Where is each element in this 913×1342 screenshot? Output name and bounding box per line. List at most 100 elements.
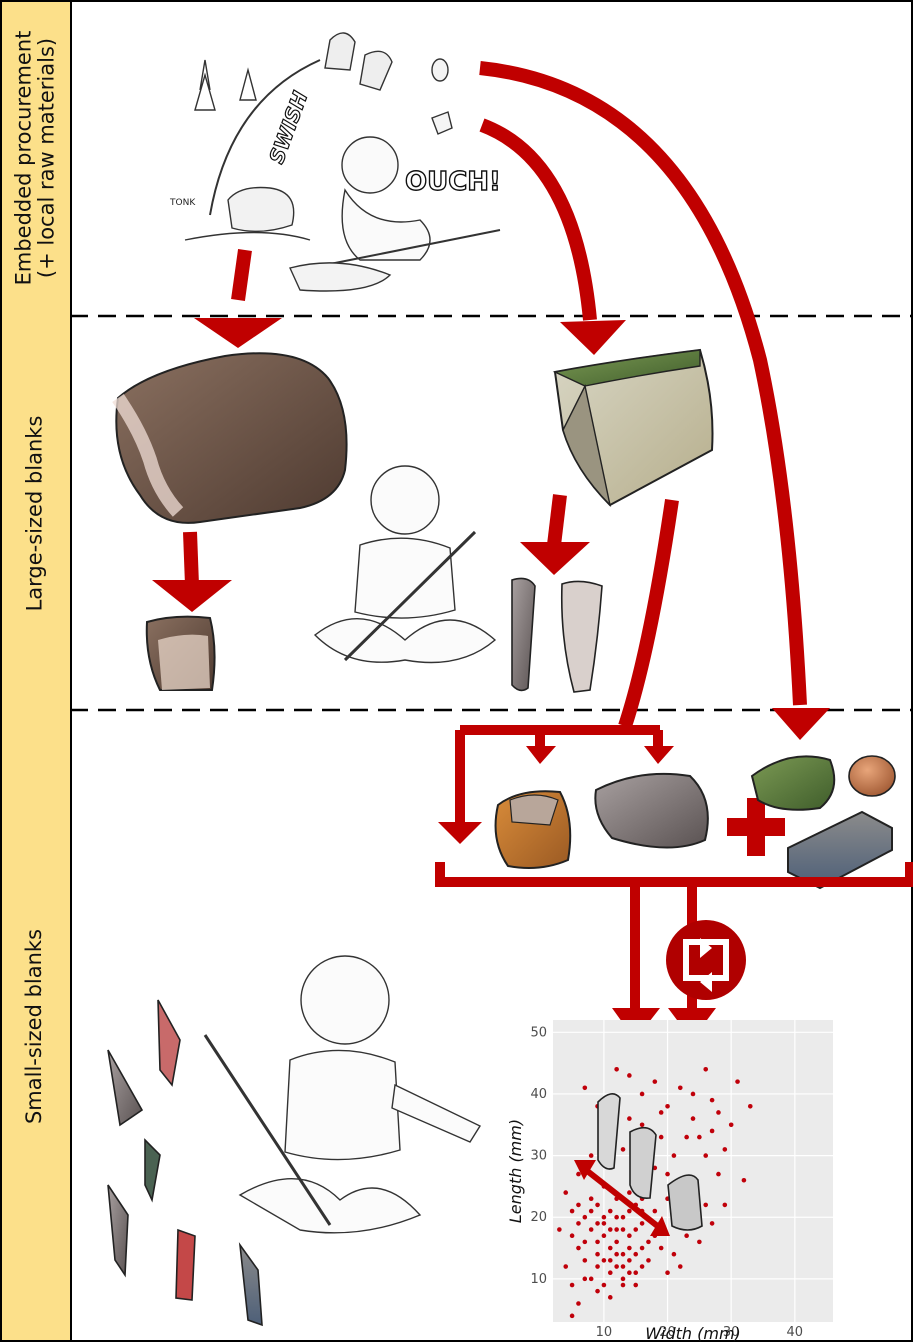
scatter-point (690, 1116, 696, 1121)
blade-blank-1 (511, 577, 536, 692)
scatter-point (703, 1202, 709, 1208)
projectile-points (107, 999, 263, 1327)
scatter-point (620, 1264, 626, 1269)
scatter-point (620, 1251, 626, 1257)
plot-panel (553, 1020, 833, 1322)
scatter-point (639, 1264, 645, 1269)
scatter-point (627, 1116, 632, 1121)
scatter-point (627, 1208, 632, 1214)
scatter-point (601, 1233, 607, 1239)
scatter-point (614, 1264, 619, 1269)
recycle-icon (666, 920, 746, 1000)
sitting-boy-head (370, 465, 440, 535)
scatter-point (569, 1233, 575, 1239)
scatter-point (607, 1245, 613, 1251)
x-tick-label: 20 (659, 1325, 676, 1340)
flying-stone-1 (431, 58, 449, 82)
scatter-point (620, 1147, 626, 1152)
beige-core-side (562, 383, 612, 508)
falling-character-body (341, 188, 431, 261)
scatter-point (601, 1258, 607, 1263)
arrow-brown-core-to-blank (183, 531, 199, 586)
scatter-point (582, 1085, 588, 1091)
orange-nodule-cortex (509, 794, 559, 826)
sitting-boy-cartoon (313, 465, 497, 664)
ouch-text: OUCH! (405, 167, 501, 197)
point-gray-1 (107, 1049, 144, 1127)
scatter-point (569, 1313, 575, 1319)
scatter-point (665, 1270, 670, 1275)
swish-arc (209, 59, 321, 216)
y-tick-label: 10 (530, 1272, 547, 1287)
scatter-point (595, 1239, 600, 1245)
scatter-point (607, 1227, 613, 1232)
x-tick-label: 30 (723, 1325, 740, 1340)
y-tick-label: 40 (530, 1087, 547, 1102)
tonk-text: TONK (169, 198, 196, 208)
scatter-point (627, 1258, 632, 1263)
scatter-point (646, 1239, 651, 1245)
scatter-point (588, 1153, 594, 1158)
scatter-point (582, 1258, 588, 1263)
scatter-point (747, 1103, 753, 1109)
scatter-point (703, 1067, 709, 1072)
scatter-point (633, 1282, 639, 1288)
scatter-point (582, 1214, 588, 1220)
scatter-point (582, 1239, 588, 1245)
y-tick-label: 20 (530, 1210, 547, 1225)
scatter-point (658, 1110, 664, 1115)
scatter-point (620, 1227, 626, 1232)
scatter-point (614, 1251, 619, 1257)
ground-rock-drawing (227, 186, 295, 233)
point-red-1 (157, 999, 181, 1087)
plus-sign (727, 798, 785, 856)
scatter-point (658, 1134, 664, 1140)
scatter-point (690, 1091, 696, 1097)
arrowhead-5 (520, 542, 590, 575)
scatter-point (588, 1276, 594, 1282)
flow-arrows (183, 61, 913, 1010)
scatter-point (588, 1196, 594, 1202)
scatter-point (595, 1288, 600, 1294)
pointing-boy-cartoon (203, 955, 482, 1234)
size-trend-arrowhead-start (574, 1160, 596, 1180)
scatter-point (601, 1221, 607, 1226)
scatter-point (569, 1282, 575, 1288)
scatter-point (620, 1282, 626, 1288)
scatter-point (728, 1122, 734, 1128)
scatter-point (677, 1264, 683, 1269)
scatter-point (576, 1171, 581, 1177)
arrow-procure-to-small (479, 61, 807, 706)
scatter-point (709, 1221, 715, 1226)
scatter-point (588, 1208, 594, 1214)
scatter-point (716, 1110, 721, 1115)
sitting-boy-stick (343, 530, 477, 662)
scatter-point (633, 1270, 639, 1275)
blade-blank-2 (560, 580, 603, 693)
point-green (144, 1138, 161, 1203)
scatter-point (671, 1251, 677, 1257)
scatter-point (709, 1128, 715, 1134)
scatter-point (665, 1171, 670, 1177)
scatter-point (582, 1276, 588, 1282)
scatter-point (607, 1258, 613, 1263)
scatter-point (569, 1208, 575, 1214)
scatter-point (620, 1214, 626, 1220)
scatter-point (614, 1067, 619, 1072)
scatter-point (684, 1233, 689, 1239)
scatter-point (639, 1122, 645, 1128)
tree-2-drawing (239, 67, 257, 101)
pointing-boy-spear (203, 1034, 332, 1226)
scatter-point (684, 1134, 689, 1140)
scatter-point (627, 1245, 632, 1251)
scatter-point (639, 1245, 645, 1251)
scatter-point (646, 1258, 651, 1263)
scatter-point (639, 1091, 645, 1097)
arrowhead-7 (526, 746, 556, 764)
